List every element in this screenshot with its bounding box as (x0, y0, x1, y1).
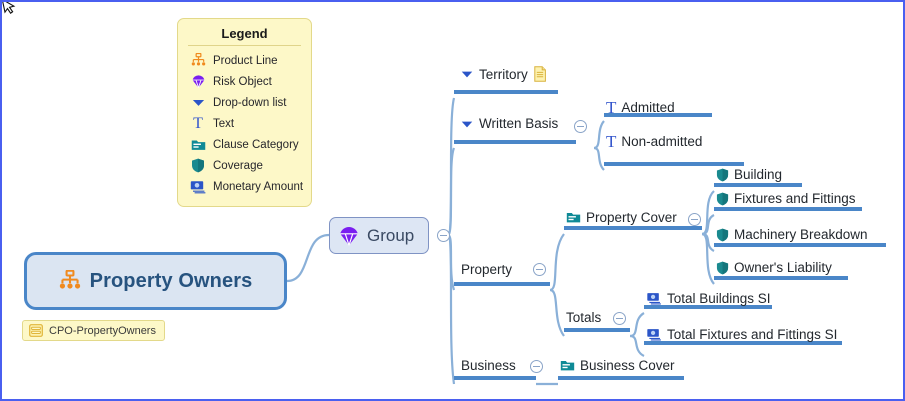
clause-category-icon (29, 324, 43, 337)
collapser-property-cover[interactable] (688, 213, 701, 226)
topic-written-basis[interactable]: Written Basis (460, 116, 558, 131)
topic-label: Total Buildings SI (667, 291, 771, 306)
topic-totals[interactable]: Totals (566, 310, 601, 325)
legend-item-label: Clause Category (213, 138, 299, 151)
topic-business[interactable]: Business (461, 358, 516, 373)
topic-label: Owner's Liability (734, 260, 832, 275)
drop-down-list-icon (460, 117, 474, 131)
monetary-amount-icon (646, 328, 662, 341)
clause-category-icon (188, 136, 208, 154)
coverage-icon (716, 192, 729, 206)
topic-label: Totals (566, 310, 602, 325)
collapser-totals[interactable] (613, 312, 626, 325)
collapser-group[interactable] (437, 229, 450, 242)
product-line-icon (188, 52, 208, 70)
topic-business-cover[interactable]: Business Cover (560, 358, 675, 373)
topic-label: Total Fixtures and Fittings SI (667, 327, 838, 342)
legend-item-label: Drop-down list (213, 96, 287, 109)
product-line-icon (59, 270, 81, 292)
note-badge-label: CPO-PropertyOwners (49, 324, 156, 337)
legend-item-label: Monetary Amount (213, 180, 304, 193)
topic-total-fixtures-and-fittings-si[interactable]: Total Fixtures and Fittings SI (646, 327, 837, 342)
document-icon[interactable] (534, 66, 547, 82)
risk-object-icon (338, 225, 360, 247)
collapser-business[interactable] (530, 360, 543, 373)
legend-item-coverage: Coverage (188, 155, 301, 176)
topic-total-buildings-si[interactable]: Total Buildings SI (646, 291, 771, 306)
legend-title: Legend (188, 26, 301, 46)
text-icon: T (606, 132, 617, 151)
legend-item-clause-category: Clause Category (188, 134, 301, 155)
topic-fixtures-and-fittings[interactable]: Fixtures and Fittings (716, 191, 856, 206)
topic-label: Machinery Breakdown (734, 227, 868, 242)
risk-object-icon (188, 73, 208, 91)
topic-label: Written Basis (479, 116, 559, 131)
monetary-amount-icon (188, 178, 208, 196)
legend-item-label: Product Line (213, 54, 278, 67)
collapser-written-basis[interactable] (574, 120, 587, 133)
legend-item-label: Risk Object (213, 75, 272, 88)
topic-label: Business Cover (580, 358, 675, 373)
legend-panel: Legend Product Line Risk Objec (177, 18, 312, 207)
topic-property-cover[interactable]: Property Cover (566, 210, 677, 225)
legend-item-label: Text (213, 117, 235, 130)
coverage-icon (716, 228, 729, 242)
topic-building[interactable]: Building (716, 167, 782, 182)
group-node-label: Group (367, 225, 415, 245)
note-badge-cpo-propertyowners[interactable]: CPO-PropertyOwners (22, 320, 165, 341)
drop-down-list-icon (460, 67, 474, 81)
topic-label: Territory (479, 66, 528, 82)
legend-item-risk-object: Risk Object (188, 71, 301, 92)
root-node-property-owners[interactable]: Property Owners (24, 252, 287, 310)
legend-item-drop-down-list: Drop-down list (188, 92, 301, 113)
topic-machinery-breakdown[interactable]: Machinery Breakdown (716, 227, 868, 242)
topic-label: Business (461, 358, 516, 373)
clause-category-icon (560, 359, 575, 372)
legend-item-product-line: Product Line (188, 50, 301, 71)
topic-admitted[interactable]: T Admitted (606, 99, 675, 116)
text-icon: T (606, 98, 617, 117)
topic-label: Property (461, 262, 513, 277)
topic-label: Property Cover (586, 210, 677, 225)
topic-non-admitted[interactable]: T Non-admitted (606, 133, 702, 150)
collapser-property[interactable] (533, 263, 546, 276)
clause-category-icon (566, 211, 581, 224)
coverage-icon (716, 168, 729, 182)
coverage-icon (188, 157, 208, 175)
coverage-icon (716, 261, 729, 275)
topic-territory[interactable]: Territory (460, 66, 547, 82)
root-node-label: Property Owners (89, 269, 253, 292)
topic-property[interactable]: Property (461, 262, 512, 277)
mouse-cursor (2, 2, 19, 17)
group-node[interactable]: Group (329, 217, 429, 254)
text-icon: T (193, 114, 203, 132)
drop-down-list-icon (188, 94, 208, 112)
topic-label: Non-admitted (621, 134, 703, 149)
legend-item-monetary-amount: Monetary Amount (188, 176, 304, 197)
topic-label: Building (734, 167, 783, 182)
topic-owners-liability[interactable]: Owner's Liability (716, 260, 832, 275)
topic-label: Fixtures and Fittings (734, 191, 856, 206)
topic-label: Admitted (621, 100, 675, 115)
legend-item-label: Coverage (213, 159, 263, 172)
monetary-amount-icon (646, 292, 662, 305)
legend-item-text: T Text (188, 113, 301, 134)
